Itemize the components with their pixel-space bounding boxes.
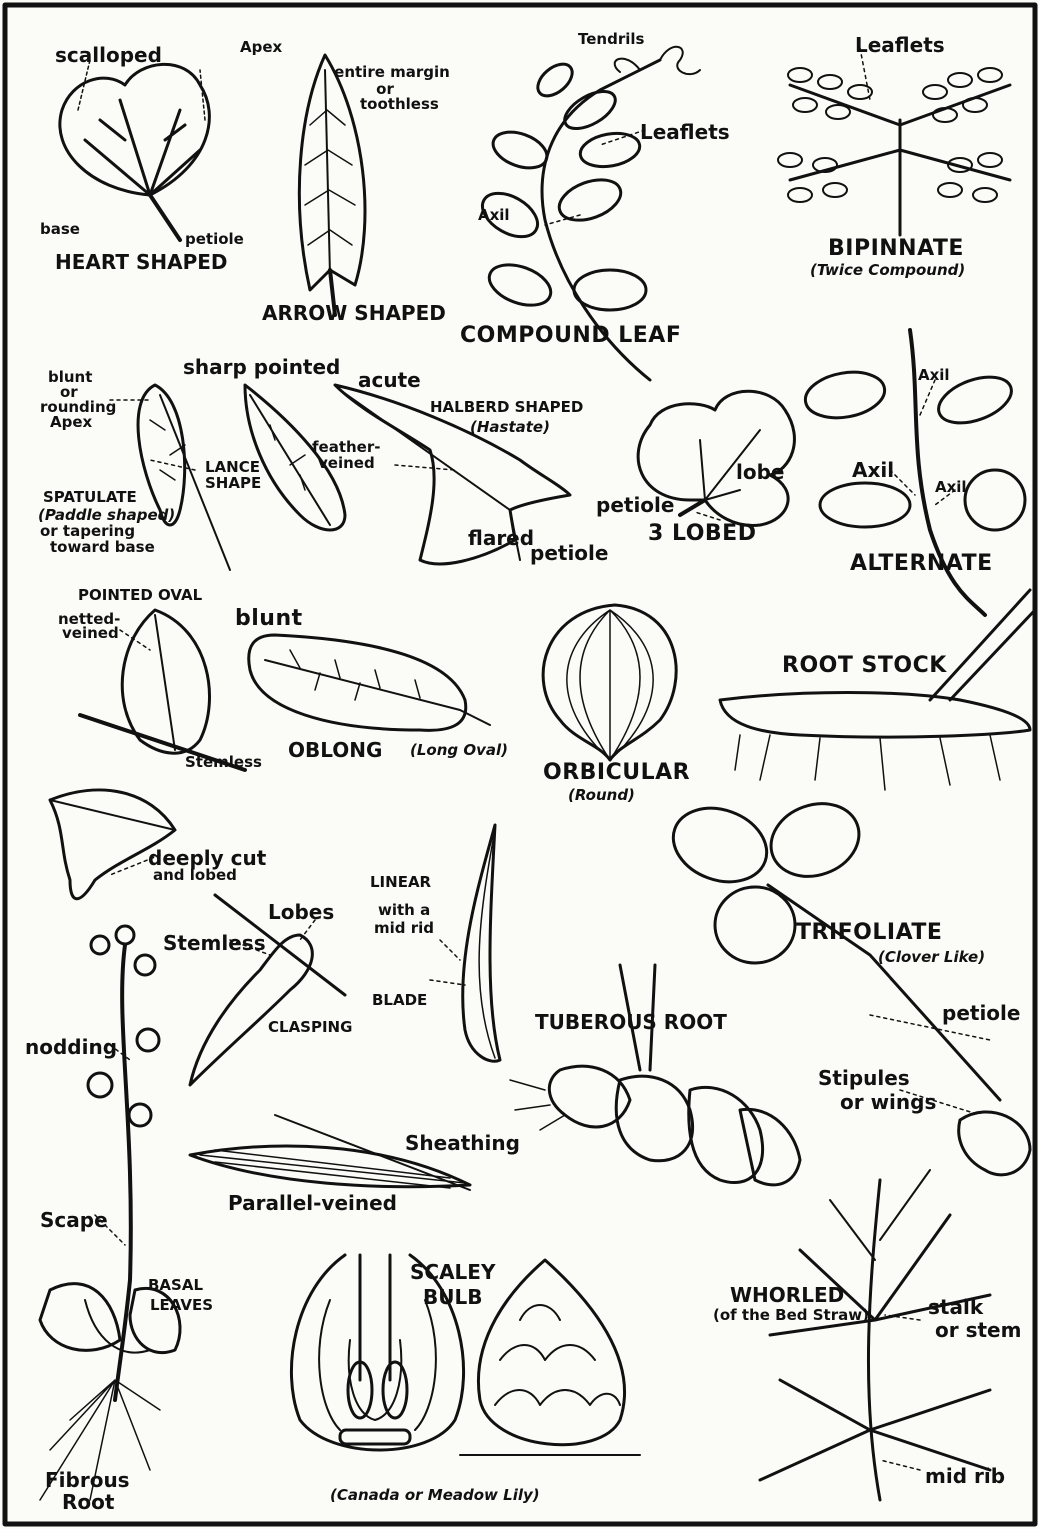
- label-bulb: BULB: [423, 1287, 482, 1307]
- label-axil-alt-2: Axil: [852, 460, 894, 480]
- label-halberd-shaped: HALBERD SHAPED: [430, 400, 583, 415]
- label-sheathing: Sheathing: [405, 1133, 520, 1153]
- label-heart-shaped: HEART SHAPED: [55, 252, 228, 272]
- label-base: base: [40, 222, 80, 237]
- oblong-leaf-drawing: [249, 635, 490, 730]
- label-bipinnate: BIPINNATE: [828, 238, 964, 260]
- label-canada-lily: (Canada or Meadow Lily): [330, 1488, 540, 1503]
- label-parallel-veined: Parallel-veined: [228, 1193, 397, 1213]
- label-axil-alt-3: Axil: [935, 480, 967, 495]
- label-linear: LINEAR: [370, 875, 431, 890]
- label-veined: veined: [318, 456, 375, 471]
- label-petiole-heart: petiole: [185, 232, 244, 247]
- label-paddle-shaped: (Paddle shaped): [38, 508, 175, 523]
- label-mid-rib: mid rib: [925, 1466, 1005, 1486]
- label-mid-rid: mid rid: [374, 921, 434, 936]
- label-hastate: (Hastate): [470, 420, 550, 435]
- label-axil-alt-1: Axil: [918, 368, 950, 383]
- label-fibrous: Fibrous: [45, 1470, 130, 1490]
- label-stipules: Stipules: [818, 1068, 910, 1088]
- label-lobe: lobe: [736, 462, 784, 482]
- label-nodding: nodding: [25, 1037, 117, 1057]
- label-stemless-1: Stemless: [185, 755, 262, 770]
- label-compound-leaf: COMPOUND LEAF: [460, 325, 681, 347]
- trifoliate-leaf-drawing: [663, 792, 1000, 1100]
- label-scaley: SCALEY: [410, 1262, 495, 1282]
- label-petiole-trifoliate: petiole: [942, 1003, 1020, 1023]
- label-twice-compound: (Twice Compound): [810, 263, 965, 278]
- label-lance: LANCE: [205, 460, 260, 475]
- label-veined-2: veined: [62, 626, 119, 641]
- label-or-stem: or stem: [935, 1320, 1021, 1340]
- stipules-leaf-drawing: [959, 1112, 1030, 1175]
- label-leaflets-bipinnate: Leaflets: [855, 35, 945, 55]
- bipinnate-leaf-drawing: [778, 68, 1010, 235]
- label-alternate: ALTERNATE: [850, 553, 993, 575]
- label-round: (Round): [568, 788, 635, 803]
- tuberous-root-drawing: [510, 965, 800, 1185]
- label-entire-margin: entire margin: [332, 65, 452, 80]
- label-pointed-oval: POINTED OVAL: [78, 588, 202, 603]
- label-apex: Apex: [240, 40, 282, 55]
- label-or-wings: or wings: [840, 1092, 936, 1112]
- label-scape: Scape: [40, 1210, 108, 1230]
- label-orbicular: ORBICULAR: [543, 762, 690, 784]
- heart-shaped-leaf-drawing: [60, 60, 209, 240]
- label-sharp-pointed: sharp pointed: [183, 357, 340, 377]
- label-acute: acute: [358, 370, 421, 390]
- label-tendrils: Tendrils: [578, 32, 644, 47]
- label-stalk: stalk: [928, 1297, 983, 1317]
- label-deeply-cut: deeply cut: [148, 848, 266, 868]
- label-leaves: LEAVES: [150, 1298, 213, 1313]
- label-leaflets-compound: Leaflets: [640, 122, 730, 142]
- label-blade: BLADE: [372, 993, 427, 1008]
- label-or-tapering: or tapering: [40, 524, 135, 539]
- label-clover-like: (Clover Like): [878, 950, 985, 965]
- label-long-oval: (Long Oval): [410, 743, 508, 758]
- label-scalloped: scalloped: [55, 45, 162, 65]
- label-axil-compound: Axil: [478, 208, 510, 223]
- label-stemless-2: Stemless: [163, 933, 266, 953]
- label-petiole-lobed: petiole: [596, 495, 674, 515]
- label-blunt-2: blunt: [235, 608, 303, 630]
- label-feather: feather-: [312, 440, 380, 455]
- label-toward-base: toward base: [50, 540, 155, 555]
- label-3-lobed: 3 LOBED: [648, 523, 756, 545]
- label-petiole-halberd: petiole: [530, 543, 608, 563]
- label-oblong: OBLONG: [288, 740, 382, 760]
- label-root-stock: ROOT STOCK: [782, 655, 947, 677]
- label-with-a: with a: [378, 903, 430, 918]
- label-whorled: WHORLED: [730, 1285, 844, 1305]
- label-tuberous-root: TUBEROUS ROOT: [535, 1012, 727, 1032]
- rootstock-drawing: [720, 590, 1035, 790]
- label-shape: SHAPE: [205, 476, 261, 491]
- label-clasping: CLASPING: [268, 1020, 352, 1035]
- label-spatulate: SPATULATE: [43, 490, 137, 505]
- label-arrow-shaped: ARROW SHAPED: [262, 303, 446, 323]
- label-bed-straw: (of the Bed Straw): [713, 1308, 869, 1323]
- orbicular-leaf-drawing: [543, 605, 676, 760]
- label-and-lobed: and lobed: [153, 868, 237, 883]
- label-root: Root: [62, 1492, 114, 1512]
- label-basal: BASAL: [148, 1278, 203, 1293]
- label-toothless: toothless: [360, 97, 430, 112]
- scaley-bulb-exterior-drawing: [460, 1260, 640, 1455]
- linear-leaf-drawing: [463, 825, 500, 1061]
- label-flared: flared: [468, 528, 534, 548]
- label-trifoliate: TRIFOLIATE: [796, 922, 942, 944]
- label-lobes: Lobes: [268, 902, 334, 922]
- label-apex-2: Apex: [50, 415, 92, 430]
